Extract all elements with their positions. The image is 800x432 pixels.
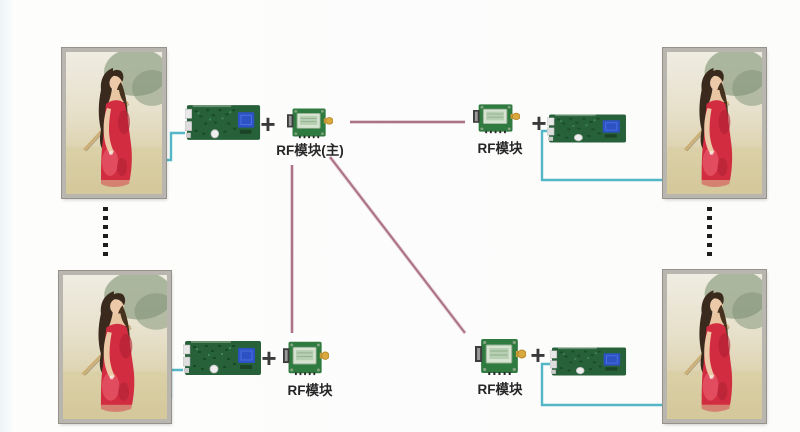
pcb-board-icon [550, 345, 628, 378]
rf-module-top-right [473, 102, 520, 134]
display-photo [63, 275, 167, 419]
rf-link-master-to-bottom-right [329, 156, 466, 334]
rf-module-icon [473, 102, 520, 134]
rf-module-label: RF模块 [477, 141, 523, 156]
plus-sign: + [261, 343, 277, 373]
rf-module-bottom-left [283, 339, 329, 376]
controller-board-top-left [185, 102, 262, 143]
led-display-bottom-right [663, 270, 766, 423]
display-photo [667, 274, 762, 419]
rf-module-icon [475, 336, 526, 376]
display-photo [667, 52, 762, 194]
plus-sign: + [531, 108, 547, 138]
plus-sign: + [530, 340, 546, 370]
vertical-ellipsis-icon [103, 207, 108, 257]
rf-module-master [287, 106, 333, 139]
led-display-bottom-left [59, 271, 171, 423]
controller-board-top-right [547, 112, 628, 145]
rf-module-bottom-right [475, 336, 526, 376]
pcb-board-icon [547, 112, 628, 145]
pcb-board-icon [185, 102, 262, 143]
rf-module-master-label: RF模块(主) [276, 143, 344, 158]
vertical-ellipsis-icon [707, 207, 712, 257]
controller-board-bottom-left [183, 338, 263, 378]
cable-bottom-right [540, 362, 663, 407]
rf-module-icon [283, 339, 329, 376]
led-display-top-right [663, 48, 766, 198]
rf-module-label: RF模块 [287, 383, 333, 398]
cable-top-right [540, 129, 663, 182]
rf-module-icon [287, 106, 333, 139]
controller-board-bottom-right [550, 345, 628, 378]
display-photo [66, 52, 162, 194]
plus-sign: + [260, 109, 276, 139]
rf-module-label: RF模块 [477, 382, 523, 397]
pcb-board-icon [183, 338, 263, 378]
led-display-top-left [62, 48, 166, 198]
